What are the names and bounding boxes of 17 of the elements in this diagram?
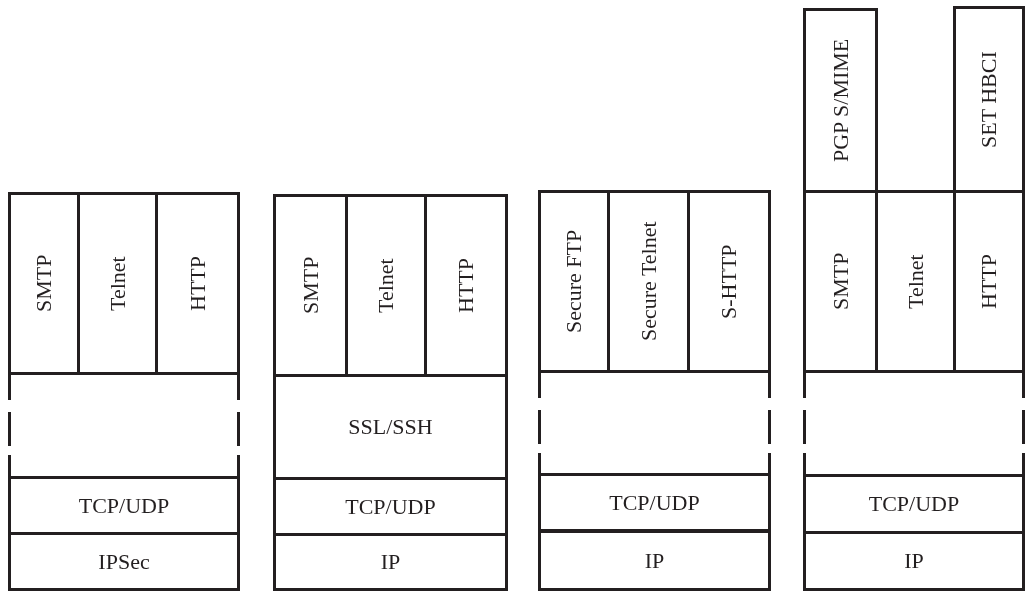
layer-box: TCP/UDP	[273, 477, 508, 536]
protocol-box: HTTP	[424, 194, 508, 377]
protocol-box: HTTP	[155, 192, 240, 375]
layer-box: SSL/SSH	[273, 374, 508, 480]
protocol-box: SET HBCI	[953, 6, 1025, 193]
protocol-box: SMTP	[8, 192, 80, 375]
layer-box: TCP/UDP	[803, 474, 1025, 534]
protocol-box: Secure FTP	[538, 190, 610, 373]
layer-box: TCP/UDP	[538, 473, 771, 532]
layer-box: TCP/UDP	[8, 476, 240, 535]
protocol-box: PGP S/MIME	[803, 8, 878, 193]
layer-box: IP	[273, 533, 508, 591]
protocol-box: S-HTTP	[687, 190, 771, 373]
layer-box: IPSec	[8, 532, 240, 591]
layer-box: IP	[803, 531, 1025, 591]
protocol-box: SMTP	[273, 194, 348, 377]
layer-box: IP	[538, 530, 771, 591]
